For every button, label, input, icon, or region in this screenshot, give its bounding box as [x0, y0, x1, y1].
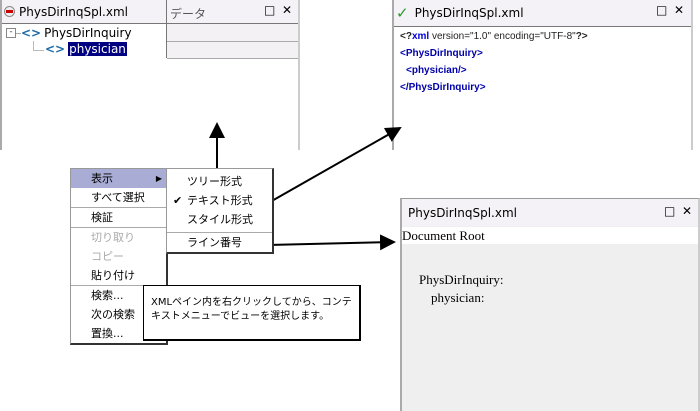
submenu-item-text[interactable]: ✔テキスト形式 — [167, 191, 272, 210]
xml-line: <PhysDirInquiry> — [400, 48, 483, 59]
menu-item-find-next[interactable]: 次の検索 — [91, 308, 135, 321]
menu-item-replace[interactable]: 置換... — [91, 327, 124, 340]
menu-item-validate[interactable]: 検証 — [91, 211, 113, 224]
tree-node-physdirinquiry[interactable]: - <> PhysDirInquiry — [6, 26, 132, 40]
submenu-item-style[interactable]: スタイル形式 — [187, 213, 253, 226]
restore-button[interactable]: □ — [664, 204, 676, 218]
xml-declaration: <?xml version="1.0" encoding="UTF-8"?> — [400, 31, 588, 42]
menu-item-cut: 切り取り — [91, 231, 135, 244]
arrow-to-text — [269, 127, 402, 203]
column-divider — [166, 0, 167, 58]
tree-view-panel: PhysDirInqSpl.xml データ □ ✕ - <> PhysDirIn… — [0, 0, 300, 150]
callout-text: XMLペイン内を右クリックしてから、コンテキストメニューでビューを選択します。 — [151, 297, 352, 322]
view-submenu: ツリー形式 ✔テキスト形式 スタイル形式 ライン番号 — [166, 168, 274, 254]
tree-node-physician[interactable]: <> physician — [45, 42, 127, 56]
close-button[interactable]: ✕ — [682, 204, 693, 218]
element-icon: <> — [45, 42, 66, 56]
style-panel-title: PhysDirInqSpl.xml — [408, 205, 517, 220]
styled-content: PhysDirInquiry: physician: — [419, 271, 504, 307]
tree-panel-title: PhysDirInqSpl.xml — [19, 4, 128, 19]
text-panel-title: PhysDirInqSpl.xml — [414, 6, 524, 20]
styled-line: PhysDirInquiry: — [419, 272, 504, 287]
tree-panel-header: PhysDirInqSpl.xml — [2, 0, 298, 24]
callout-box: XMLペイン内を右クリックしてから、コンテキストメニューでビューを選択します。 — [143, 285, 361, 341]
submenu-item-tree[interactable]: ツリー形式 — [187, 175, 242, 188]
invalid-icon — [4, 6, 15, 17]
data-cells — [167, 24, 298, 59]
submenu-item-line-numbers[interactable]: ライン番号 — [187, 236, 242, 249]
document-root: Document Root — [402, 227, 698, 244]
valid-check-icon: ✓ — [396, 4, 409, 22]
arrow-to-style — [267, 234, 396, 251]
node-label: PhysDirInquiry — [44, 26, 132, 40]
menu-item-find[interactable]: 検索... — [91, 289, 124, 302]
text-panel-header: ✓ PhysDirInqSpl.xml — [394, 0, 691, 27]
submenu-arrow-icon: ▶ — [155, 174, 162, 183]
text-view-panel: ✓ PhysDirInqSpl.xml □ ✕ <?xml version="1… — [392, 0, 693, 150]
checkmark-icon: ✔ — [173, 194, 183, 207]
data-column-header: データ — [170, 7, 207, 21]
menu-item-view[interactable]: 表示▶ — [71, 169, 166, 188]
styled-line: physician: — [431, 290, 485, 305]
element-icon: <> — [21, 26, 42, 40]
close-button[interactable]: ✕ — [674, 3, 685, 17]
style-panel-header: PhysDirInqSpl.xml — [402, 199, 698, 226]
menu-item-copy: コピー — [91, 250, 124, 263]
close-button[interactable]: ✕ — [282, 3, 293, 17]
xml-line: </PhysDirInquiry> — [400, 82, 486, 93]
node-label-selected: physician — [68, 42, 127, 56]
xml-line: <physician/> — [406, 65, 467, 76]
menu-item-select-all[interactable]: すべて選択 — [91, 191, 145, 204]
xml-text[interactable]: <?xml version="1.0" encoding="UTF-8"?> <… — [400, 28, 588, 96]
restore-button[interactable]: □ — [264, 3, 276, 17]
collapse-icon[interactable]: - — [6, 28, 16, 38]
menu-item-paste[interactable]: 貼り付け — [91, 269, 135, 282]
style-view-panel: PhysDirInqSpl.xml □ ✕ Document Root Phys… — [400, 198, 700, 411]
restore-button[interactable]: □ — [656, 3, 668, 17]
tree-connector — [33, 41, 44, 51]
